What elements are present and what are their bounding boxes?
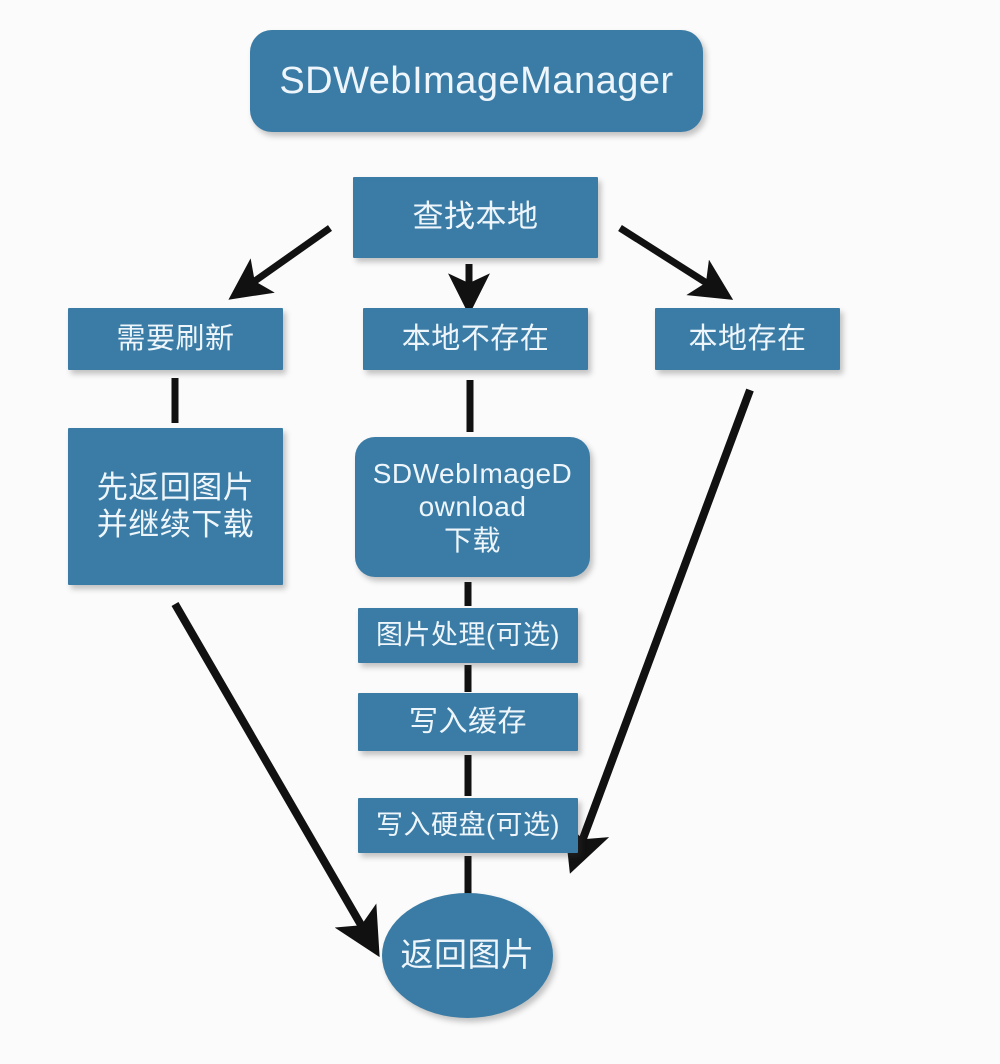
- edge-lookup-to-local: [618, 225, 734, 300]
- node-label: 需要刷新: [116, 322, 235, 355]
- node-image-processing-optional[interactable]: 图片处理(可选): [358, 608, 578, 663]
- node-search-local[interactable]: 查找本地: [353, 177, 598, 258]
- node-label: SDWebImageD ownload 下载: [372, 458, 573, 556]
- edge-returnfirst-to-return: [171, 601, 380, 958]
- node-return-image[interactable]: 返回图片: [382, 893, 553, 1018]
- node-label: 返回图片: [400, 936, 535, 974]
- node-label: SDWebImageManager: [279, 59, 674, 102]
- node-return-image-first-continue-download[interactable]: 先返回图片 并继续下载: [68, 428, 283, 585]
- node-write-to-disk-optional[interactable]: 写入硬盘(可选): [358, 798, 578, 853]
- node-label: 先返回图片 并继续下载: [96, 469, 255, 542]
- edge-lookup-to-refresh: [228, 225, 333, 300]
- node-exists-locally[interactable]: 本地存在: [655, 308, 840, 370]
- node-label: 图片处理(可选): [376, 619, 560, 650]
- node-sdwebimagemanager[interactable]: SDWebImageManager: [250, 30, 703, 132]
- node-label: 写入硬盘(可选): [376, 809, 560, 840]
- node-write-to-cache[interactable]: 写入缓存: [358, 693, 578, 751]
- node-needs-refresh[interactable]: 需要刷新: [68, 308, 283, 370]
- node-label: 查找本地: [412, 199, 539, 235]
- node-label: 本地不存在: [401, 322, 550, 355]
- edge-local-to-return: [564, 388, 754, 874]
- node-label: 本地存在: [688, 322, 807, 355]
- node-not-exists-locally[interactable]: 本地不存在: [363, 308, 588, 370]
- node-label: 写入缓存: [408, 705, 527, 738]
- node-sdwebimagedownloader[interactable]: SDWebImageD ownload 下载: [355, 437, 590, 577]
